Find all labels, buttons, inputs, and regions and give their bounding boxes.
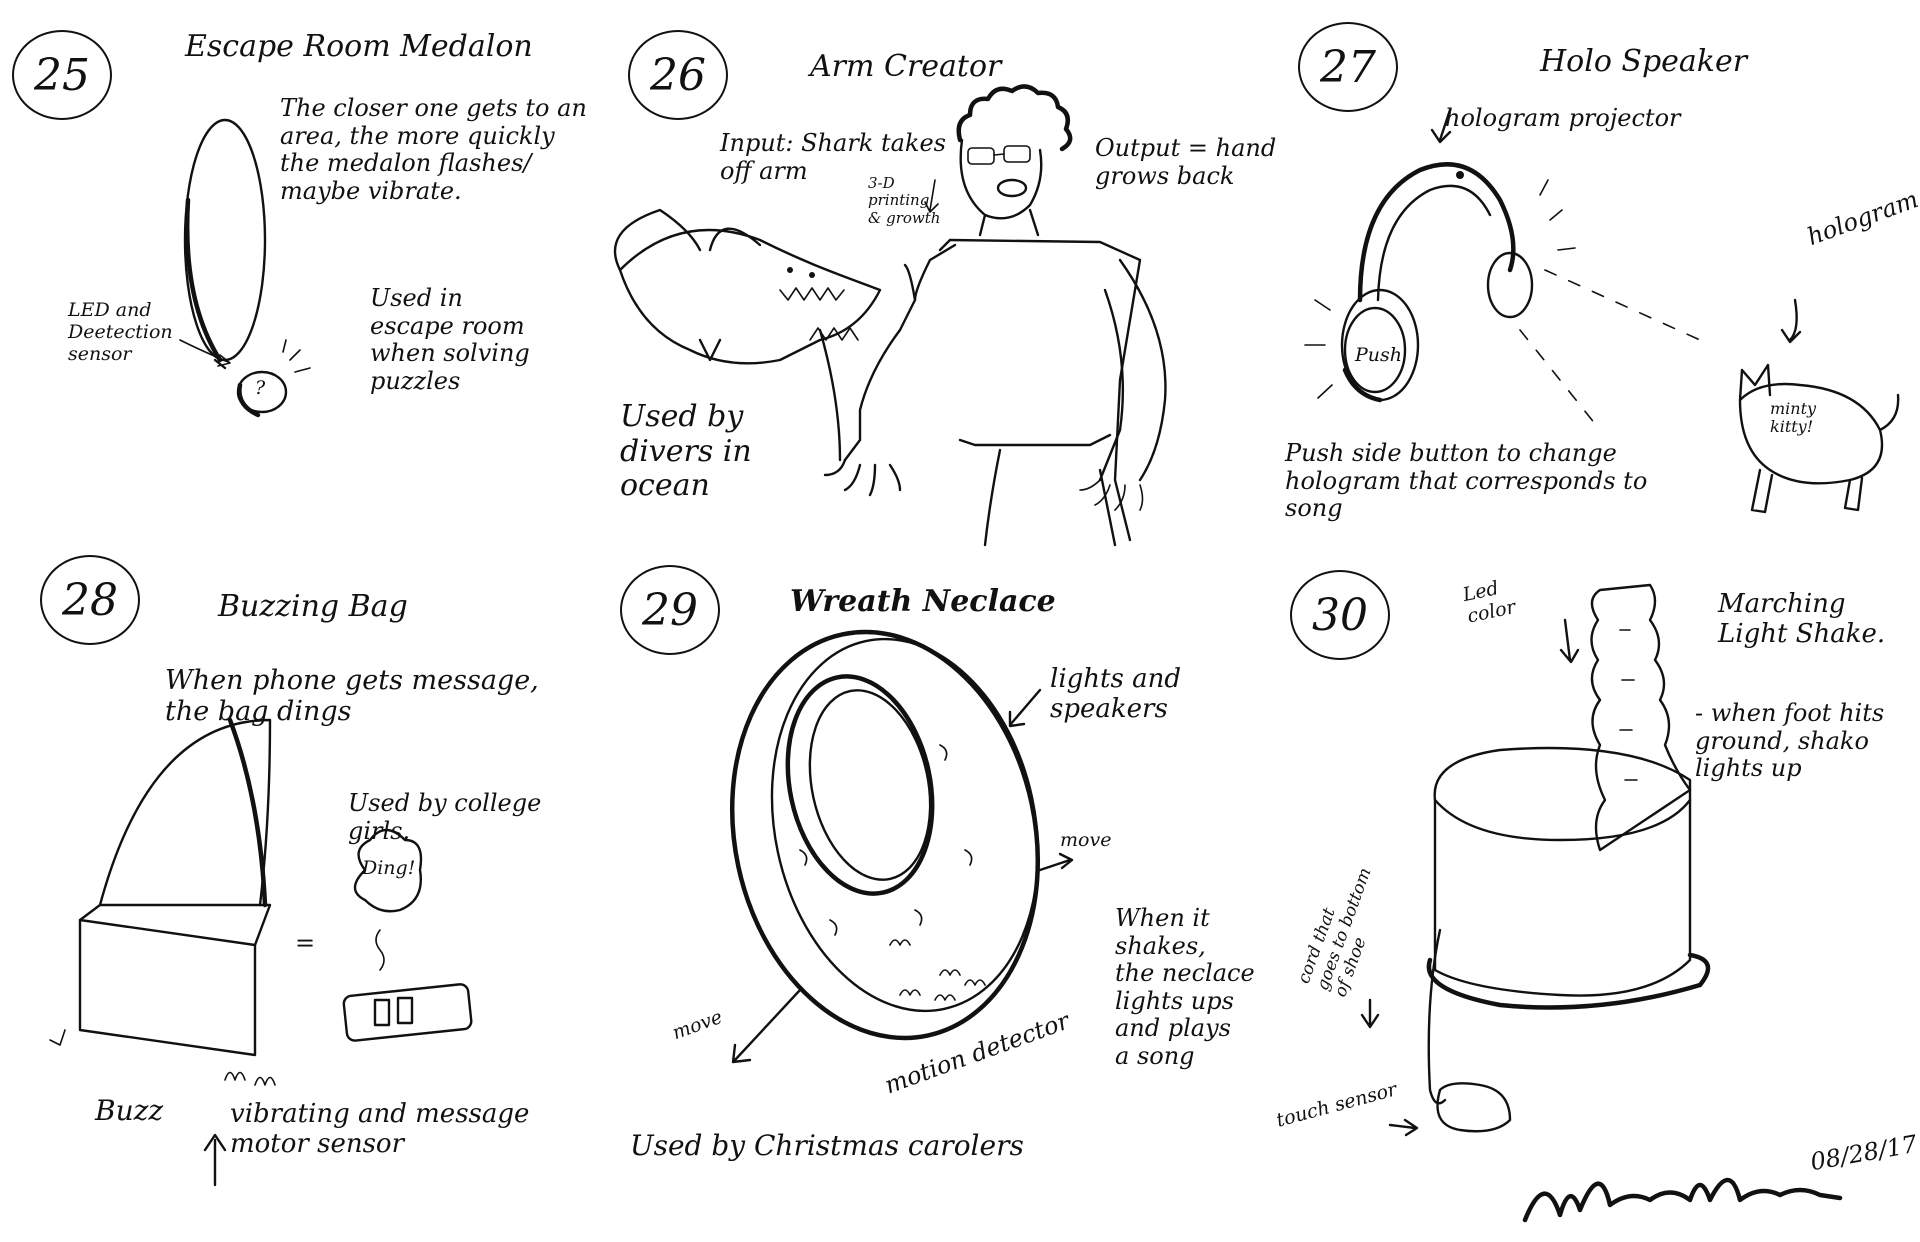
- sketch-number-27: 27: [1298, 22, 1398, 112]
- wreath-lights: [799, 744, 973, 936]
- person-face: [959, 138, 1043, 220]
- bag-components: vibrating and message motor sensor: [230, 1099, 530, 1159]
- holo-description: Push side button to change hologram that…: [1285, 439, 1648, 523]
- sketch-title-30: Marching Light Shake.: [1718, 589, 1886, 649]
- shako-plume: [1590, 583, 1692, 852]
- wreath-outer: [729, 629, 1041, 1041]
- arm-printing-note: 3-D printing & growth: [868, 174, 941, 227]
- shark-teeth: [779, 287, 845, 301]
- arm-use-note: Used by divers in ocean: [620, 399, 752, 503]
- marching-shako-drawing: [1360, 583, 1711, 1137]
- led-arrow: [1559, 618, 1580, 664]
- push-button-label: Push: [1355, 344, 1403, 366]
- hand-right: [1079, 479, 1144, 511]
- sketch-title-27: Holo Speaker: [1540, 44, 1748, 79]
- wreath-lights-label: lights and speakers: [1050, 664, 1181, 724]
- medalon-description: The closer one gets to an area, the more…: [280, 94, 587, 205]
- hologram-cat: [1738, 382, 1884, 485]
- shako-hat: [1433, 746, 1692, 997]
- bag-use: Used by college girls.: [348, 789, 542, 845]
- medalon-drawing: [179, 118, 311, 418]
- shark-body: [618, 228, 882, 365]
- signature-scribble: [1522, 1177, 1843, 1223]
- lights-arrow: [1008, 688, 1042, 728]
- medalon-oval: [183, 118, 267, 362]
- shark-fin: [708, 227, 762, 252]
- projector-arrow: [1430, 108, 1452, 144]
- medalon-sensor-label: LED and Deetection sensor: [68, 299, 173, 365]
- sketch-title-29: Wreath Neclace: [790, 584, 1056, 619]
- bag-strap: [98, 718, 272, 907]
- shako-brim: [1426, 952, 1711, 1010]
- hologram-arrow: [1780, 298, 1802, 344]
- shako-description: - when foot hits ground, shako lights up: [1695, 699, 1885, 783]
- buzzing-bag-drawing: [49, 717, 473, 1187]
- person-arm-right: [1118, 258, 1167, 482]
- sketch-title-28: Buzzing Bag: [218, 589, 408, 624]
- projector-label: hologram projector: [1445, 104, 1681, 132]
- headphone-band: [1357, 162, 1516, 303]
- wreath-inner: [785, 674, 935, 896]
- person-torso-right: [948, 238, 1142, 542]
- wreath-neclace-drawing: [729, 629, 1074, 1064]
- sketch-number-30: 30: [1290, 570, 1390, 660]
- arm-creator-drawing: [613, 84, 1167, 547]
- medalon-oval-edge: [184, 197, 223, 363]
- sketch-number-26: 26: [628, 30, 728, 120]
- hologram-projector-lens: [1456, 171, 1464, 179]
- ding-bubble: [353, 828, 423, 913]
- arm-output-note: Output = hand grows back: [1095, 134, 1277, 190]
- touch-sensor-arrow: [1388, 1118, 1419, 1137]
- ding-label: Ding!: [362, 857, 416, 879]
- arm-input-note: Input: Shark takes off arm: [720, 129, 946, 185]
- buzz-label: Buzz: [95, 1094, 164, 1127]
- phone: [342, 983, 473, 1042]
- wreath-description: When it shakes, the neclace lights ups a…: [1115, 904, 1255, 1070]
- buzz-arrow: [203, 1133, 227, 1187]
- equals-sign: =: [295, 929, 316, 957]
- shoe: [1436, 1082, 1512, 1133]
- sketch-number-28: 28: [40, 555, 140, 645]
- bag-body: [78, 918, 257, 1057]
- hologram-beam: [1544, 269, 1701, 341]
- sketch-title-25: Escape Room Medalon: [185, 29, 533, 64]
- move-label-right: move: [1060, 829, 1112, 851]
- medalon-use: Used in escape room when solving puzzles: [370, 284, 530, 395]
- holo-speaker-drawing: [1304, 108, 1900, 514]
- sketch-title-26: Arm Creator: [810, 49, 1002, 84]
- earcup-right: [1486, 251, 1534, 319]
- person-arm-left: [843, 243, 957, 462]
- cat-label: minty kitty!: [1770, 399, 1817, 437]
- move-arrow-left: [731, 988, 802, 1064]
- speaker-rays: [1304, 299, 1333, 399]
- medalon-light-rays: [282, 339, 311, 373]
- medalon-arrow: [179, 339, 231, 367]
- shark-tail: [613, 208, 702, 272]
- sketch-number-29: 29: [620, 565, 720, 655]
- medalon-question-mark: ?: [255, 377, 266, 399]
- bag-description: When phone gets message, the bag dings: [165, 665, 539, 728]
- sensor-cord: [1427, 928, 1447, 1105]
- sketch-number-25: 25: [12, 30, 112, 120]
- person-hair: [956, 84, 1073, 152]
- move-arrow-right: [1038, 852, 1074, 872]
- wreath-use: Used by Christmas carolers: [630, 1129, 1024, 1162]
